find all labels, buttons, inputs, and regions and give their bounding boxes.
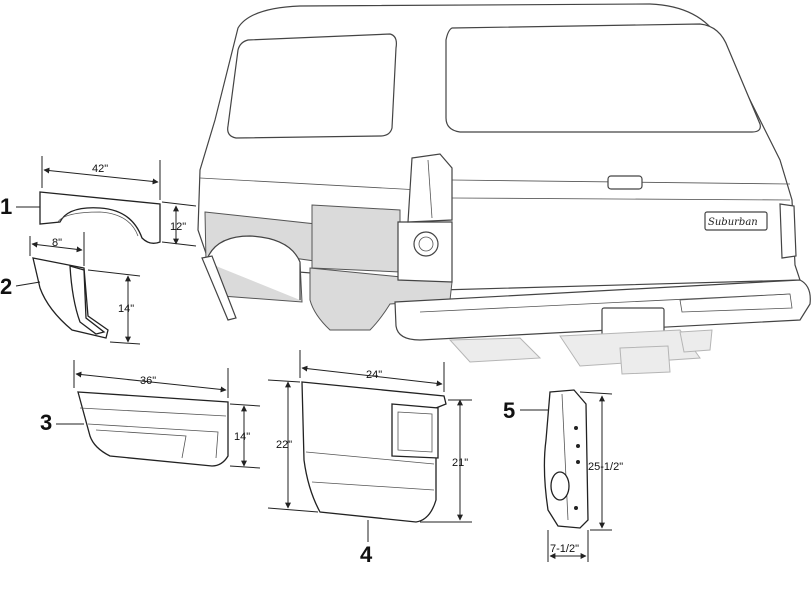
emblem-text: Suburban [708,217,758,228]
part-4-rear-corner-panel: 24" 22" 21" 4 [267,350,472,567]
part-1-width-dim: 42" [92,163,108,175]
part-3-height-dim: 14" [234,431,250,443]
part-3-number: 3 [40,410,52,435]
part-1-height-dim: 12" [170,221,186,233]
part-5-width-dim: 7-1/2" [550,543,579,555]
part-5-tail-pillar: 25-1/2" 7-1/2" 5 [503,389,623,562]
part-5-height-dim: 25-1/2" [588,461,623,473]
part-1-upper-quarter-panel: 42" 12" 1 [0,156,197,247]
vehicle-illustration: Suburban [197,3,811,375]
part-4-number: 4 [360,542,373,567]
part-3-lower-side-panel: 36" 14" 3 [40,360,261,469]
part-4-width-dim: 24" [366,369,382,381]
part-4-side-height-dim: 21" [452,457,468,469]
part-2-lower-corner-panel: 8" 14" 2 [0,232,141,345]
part-2-width-dim: 8" [52,237,62,249]
part-2-height-dim: 14" [118,303,134,315]
part-5-number: 5 [503,398,515,423]
part-2-number: 2 [0,274,12,299]
part-1-number: 1 [0,194,12,219]
part-3-width-dim: 36" [140,375,156,387]
part-4-height-dim: 22" [276,439,292,451]
